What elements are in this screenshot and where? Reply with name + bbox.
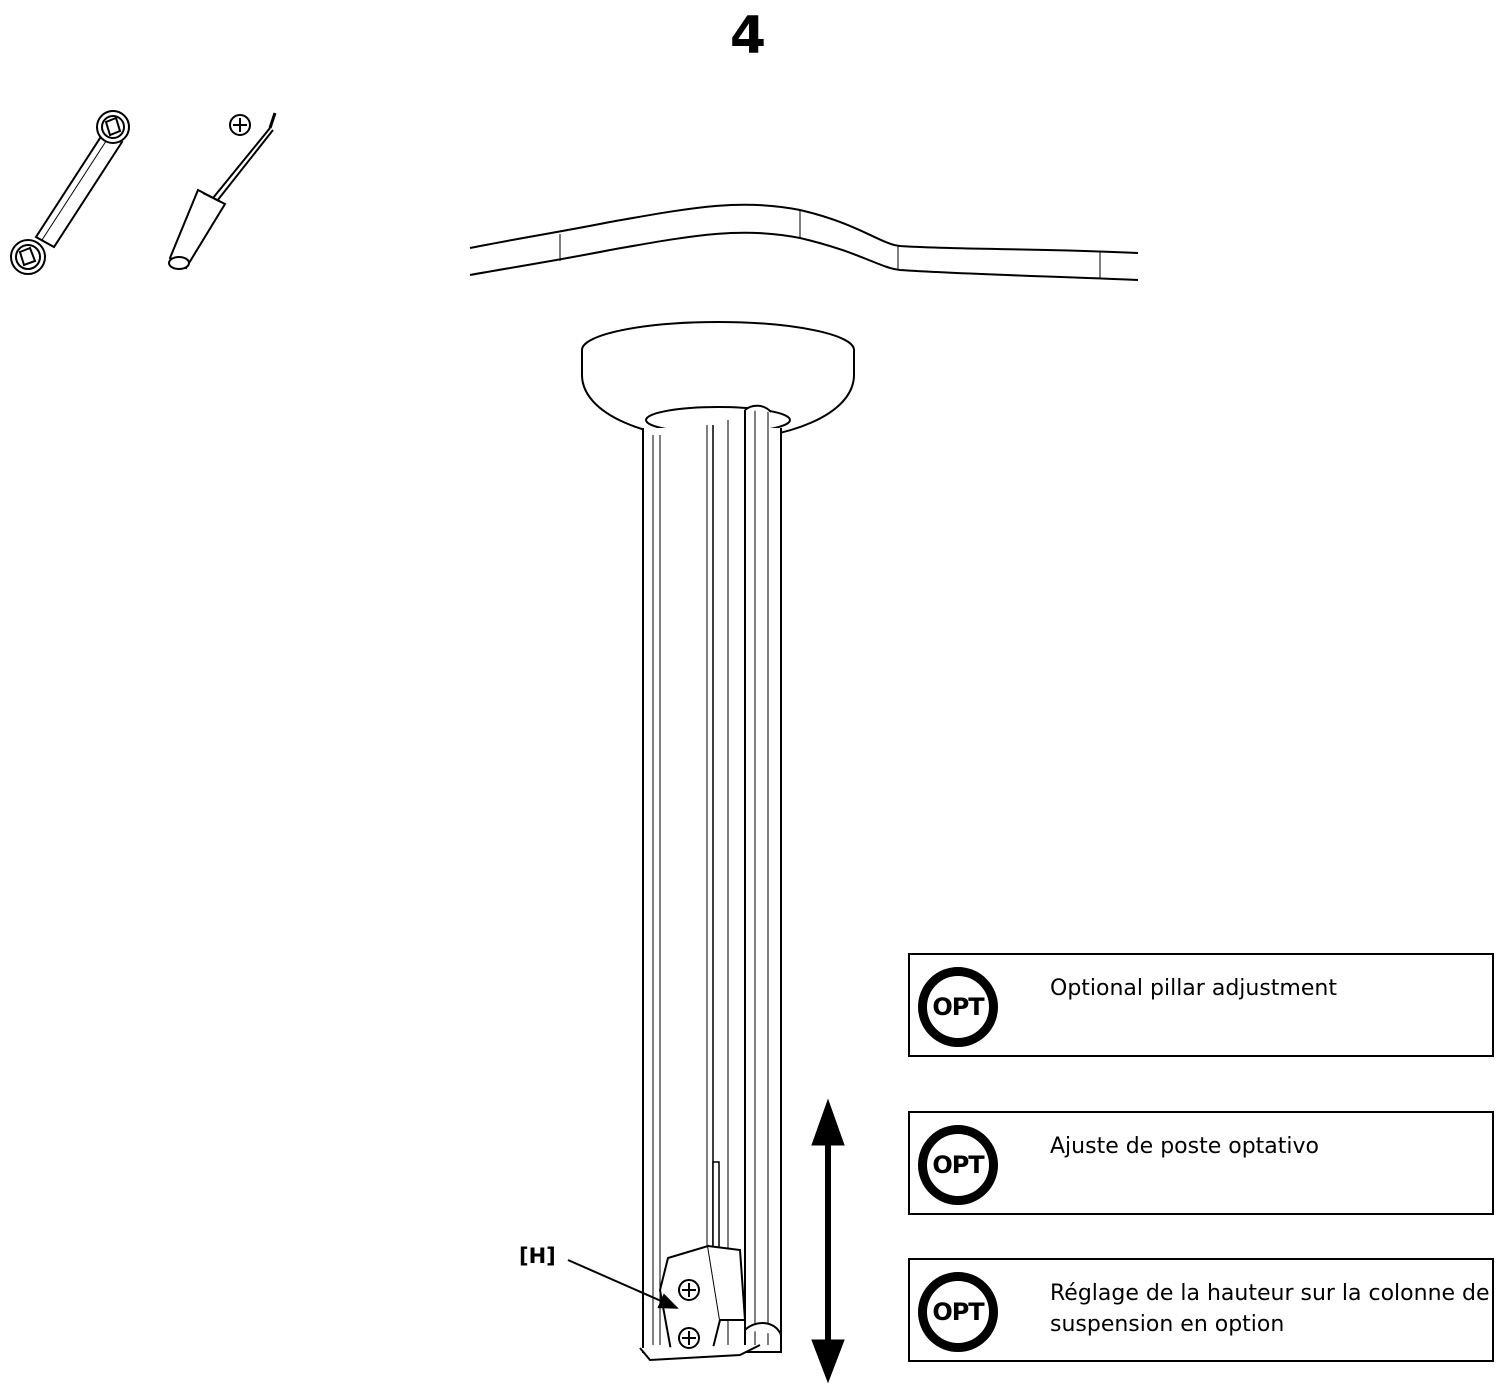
opt-note-text: Ajuste de poste optativo: [1050, 1134, 1320, 1159]
opt-note-text: Optional pillar adjustment: [1050, 976, 1337, 1001]
opt-badge: OPT: [918, 1272, 998, 1352]
step-number: 4: [729, 6, 767, 66]
screw-icon: [678, 1279, 700, 1301]
bracket-h: [639, 1244, 782, 1362]
opt-note-english: OPT Optional pillar adjustment: [908, 953, 1494, 1057]
screw-icon: [678, 1327, 700, 1349]
opt-badge: OPT: [918, 967, 998, 1047]
pillar: [642, 404, 782, 1353]
height-adjust-arrow: [811, 1098, 845, 1384]
ceiling-mount: [581, 321, 855, 442]
opt-note-french: OPT Réglage de la hauteur sur la colonne…: [908, 1258, 1494, 1362]
opt-note-text: Réglage de la hauteur sur la colonne de …: [1050, 1281, 1490, 1337]
phillips-screwdriver-icon: [168, 112, 277, 270]
part-leader-line: [567, 1259, 679, 1309]
part-label-h: [H]: [519, 1244, 556, 1268]
ceiling-surface: [469, 203, 1139, 281]
opt-note-spanish: OPT Ajuste de poste optativo: [908, 1111, 1494, 1215]
wrench-icon: [10, 110, 130, 275]
opt-badge: OPT: [918, 1125, 998, 1205]
